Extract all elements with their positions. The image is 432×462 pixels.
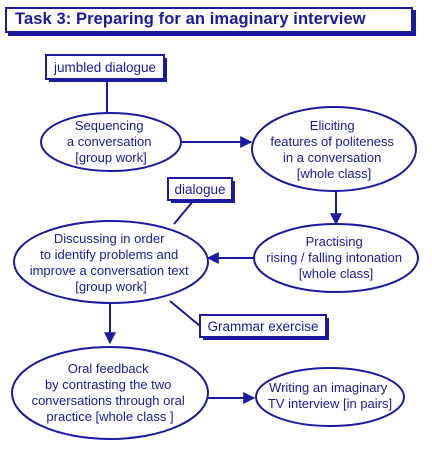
svg-text:Sequencing a conversat: Sequencing a conversation [group work] [67,118,155,165]
writing-line-2: TV interview [in pairs] [268,396,392,411]
eliciting-line-4: [whole class] [297,166,371,181]
node-sequencing: Sequencing a conversation [group work] [40,112,182,172]
oral-line-2: by contrasting the two [45,377,171,392]
grammar-exercise-label: Grammar exercise [207,319,318,334]
dialogue-label: dialogue [174,182,225,197]
svg-text:Discussing in order to: Discussing in order to identify problems… [30,231,193,294]
node-oral-feedback: Oral feedback by contrasting the two con… [11,346,209,440]
discussing-line-2: to identify problems and [40,247,178,262]
node-writing: Writing an imaginary TV interview [in pa… [255,367,405,427]
practising-line-1: Practising [306,234,363,249]
connector-dialogue-to-discussing [173,199,195,225]
sequencing-line-2: a conversation [67,134,152,149]
dialogue-box: dialogue [167,177,235,203]
oral-line-4: practice [whole class ] [46,409,173,424]
discussing-line-1: Discussing in order [54,231,165,246]
discussing-line-3: improve a conversation text [30,263,189,278]
oral-line-3: conversations through oral [32,393,185,408]
diagram-title: Task 3: Preparing for an imaginary inter… [15,10,366,28]
discussing-line-4: [group work] [75,279,147,294]
sequencing-line-1: Sequencing [75,118,144,133]
eliciting-line-3: in a conversation [283,150,381,165]
eliciting-line-1: Eliciting [310,118,355,133]
grammar-exercise-box: Grammar exercise [199,314,329,340]
svg-text:Practising rising / fa: Practising rising / falling intonation [… [266,234,405,281]
eliciting-line-2: features of politeness [270,134,394,149]
practising-line-3: [whole class] [299,266,373,281]
jumbled-dialogue-box: jumbled dialogue [45,54,167,82]
sequencing-line-3: [group work] [75,150,147,165]
node-discussing: Discussing in order to identify problems… [13,220,209,304]
title-box: Task 3: Preparing for an imaginary inter… [5,7,413,33]
connector-grammar-to-discussing [169,300,201,327]
node-practising: Practising rising / falling intonation [… [253,223,419,293]
node-eliciting: Eliciting features of politeness in a co… [251,106,417,192]
svg-text:Oral feedback by contr: Oral feedback by contrasting the two con… [32,361,189,424]
jumbled-dialogue-label: jumbled dialogue [53,60,156,75]
svg-text:Writing an imaginary T: Writing an imaginary TV interview [in pa… [268,380,392,411]
svg-text:Eliciting features of: Eliciting features of politeness in a co… [270,118,397,181]
oral-line-1: Oral feedback [68,361,149,376]
writing-line-1: Writing an imaginary [269,380,388,395]
practising-line-2: rising / falling intonation [266,250,402,265]
